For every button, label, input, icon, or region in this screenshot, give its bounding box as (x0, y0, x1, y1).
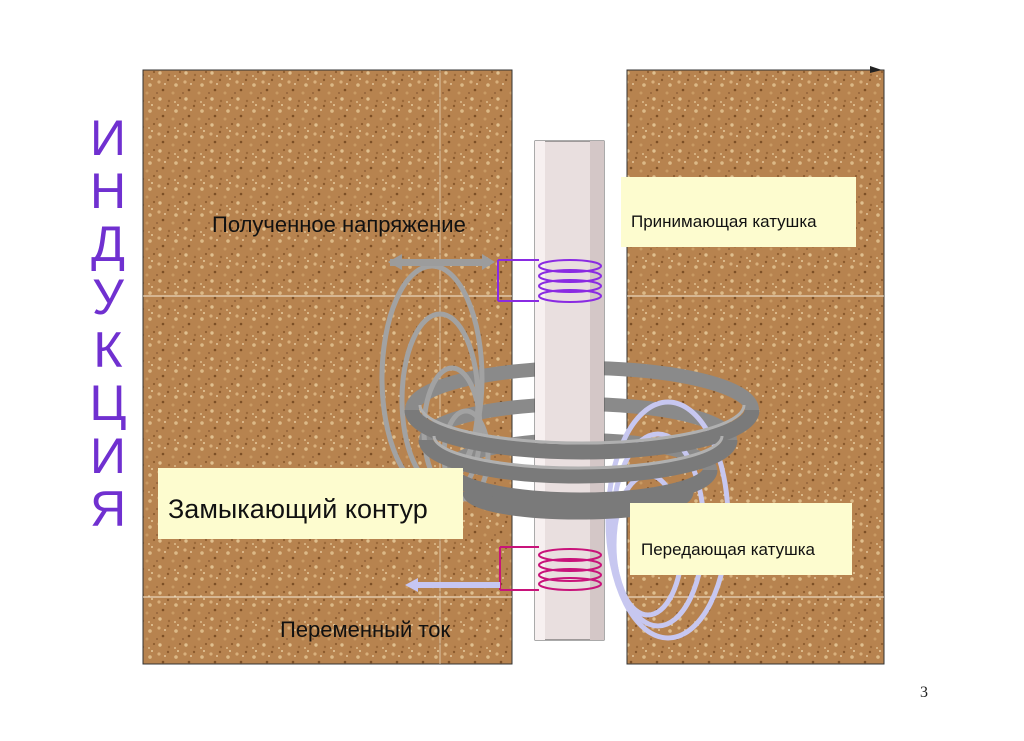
transmitting-coil-box (630, 503, 852, 575)
arrow-received-voltage (388, 254, 495, 270)
borehole-pipe (534, 140, 605, 641)
label-transmitting-coil: Передающая катушка (641, 540, 815, 559)
label-closing-loop: Замыкающий контур (168, 494, 428, 524)
title-letter: И (90, 428, 126, 484)
arrow-alternating-current (405, 578, 500, 592)
label-receiving-coil: Принимающая катушка (631, 212, 817, 231)
page-number: 3 (920, 684, 928, 701)
transmitter-coil (499, 546, 602, 591)
receiver-coil (497, 259, 602, 303)
title-letter: Д (91, 216, 125, 272)
title-letter: Ц (89, 375, 127, 431)
closing-loop-box (158, 468, 463, 539)
label-received-voltage: Полученное напряжение (212, 212, 466, 237)
arrow-head-icon (870, 66, 882, 73)
title-letter: Я (89, 481, 127, 537)
title-letter: У (92, 269, 124, 325)
label-alternating-current: Переменный ток (280, 617, 451, 642)
title-letter: И (90, 110, 126, 166)
title-letter: Н (89, 163, 127, 219)
receiving-coil-box (621, 177, 856, 247)
title-letter: К (93, 322, 123, 378)
vertical-title-induction: И Н Д У К Ц И Я (82, 112, 134, 536)
closing-loop-front (404, 409, 760, 520)
closing-loop-highlight (418, 404, 746, 470)
